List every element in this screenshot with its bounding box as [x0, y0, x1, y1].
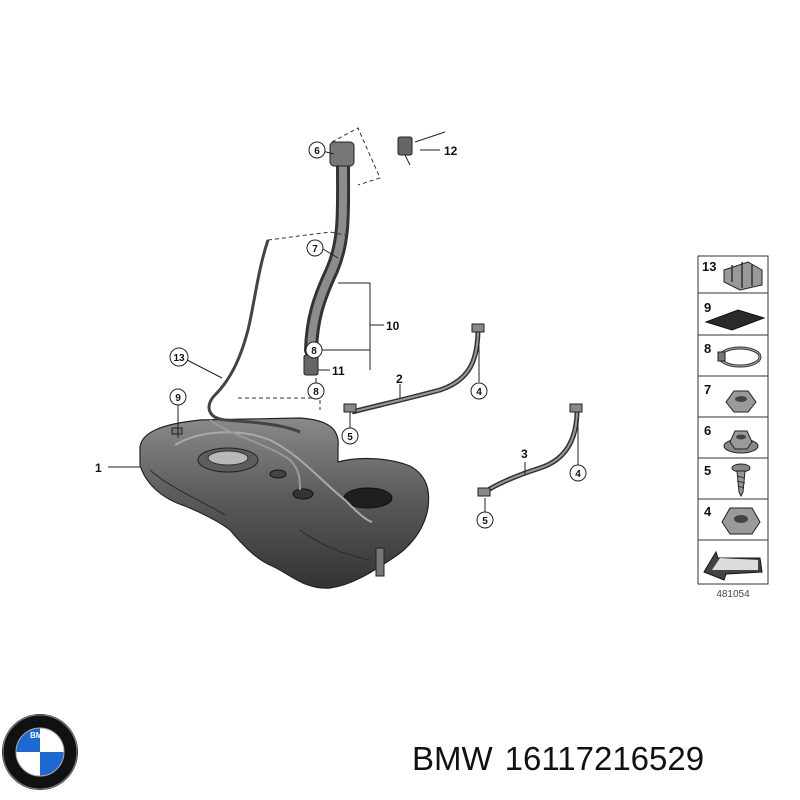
- legend-row-5: 5: [704, 463, 751, 498]
- screw-icon: [731, 463, 751, 498]
- callout-hose: 11: [332, 364, 345, 378]
- callout-13-label: 13: [173, 353, 185, 364]
- callout-10-label: 10: [386, 319, 400, 333]
- callout-5-label-b: 5: [482, 516, 488, 527]
- callout-vent-valve: 12: [444, 144, 458, 158]
- callout-strap-upper: 2: [396, 372, 403, 386]
- flange-nut-icon: [721, 507, 761, 535]
- callout-4-label-a: 4: [476, 387, 482, 398]
- direction-arrow-icon: [703, 550, 763, 581]
- legend-row-8: 8: [704, 341, 762, 368]
- legend-row-13: 13: [702, 259, 763, 291]
- strap-upper: [343, 323, 485, 415]
- legend-num-6: 6: [704, 423, 711, 438]
- callout-pipe-clamp-upper: 8: [305, 341, 323, 359]
- legend-row-7: 7: [704, 382, 757, 413]
- callout-strap-lower-bolt: 5: [476, 511, 494, 529]
- callout-strap-lower-end: 4: [569, 464, 587, 482]
- legend-num-5: 5: [704, 463, 711, 478]
- callout-vent-line: 13: [169, 347, 189, 367]
- pad-icon: [704, 309, 766, 331]
- hose-clamp-icon: [717, 346, 762, 368]
- callout-tank-top: 9: [169, 388, 187, 406]
- legend-row-4: 4: [704, 504, 761, 535]
- callout-pipe-clamp-lower: 8: [307, 382, 325, 400]
- callout-strap-upper-bolt: 5: [341, 427, 359, 445]
- callout-6-label: 6: [314, 146, 320, 157]
- diagram-code: 481054: [716, 589, 750, 600]
- callout-3-label: 3: [521, 447, 528, 461]
- callout-4-label-b: 4: [575, 469, 581, 480]
- strap-lower: [477, 403, 583, 497]
- legend-row-6: 6: [704, 423, 759, 454]
- leader-lines: [108, 131, 579, 512]
- vent-line: [207, 239, 301, 434]
- bmw-logo-text: BMW: [30, 731, 50, 740]
- callout-1-label: 1: [95, 461, 102, 475]
- brand-label: BMW: [412, 740, 493, 777]
- callout-strap-lower: 3: [521, 447, 528, 461]
- callout-12-label: 12: [444, 144, 458, 158]
- fuel-tank: [139, 417, 430, 589]
- clip-icon: [723, 261, 763, 291]
- legend-panel: 13 9 8 7: [697, 255, 769, 585]
- legend-num-9: 9: [704, 300, 711, 315]
- legend-num-8: 8: [704, 341, 711, 356]
- callout-7-label: 7: [312, 244, 318, 255]
- legend-num-7: 7: [704, 382, 711, 397]
- part-caption: BMW 16117216529: [412, 740, 716, 778]
- callout-8-label-a: 8: [311, 346, 317, 357]
- legend-num-13: 13: [702, 259, 716, 274]
- callout-5-label-a: 5: [347, 432, 353, 443]
- callout-11-label: 11: [332, 364, 345, 378]
- legend-row-9: 9: [704, 300, 766, 331]
- filler-pipe: [303, 141, 355, 376]
- hex-nut-icon: [725, 390, 757, 413]
- legend-num-4: 4: [704, 504, 712, 519]
- callout-filler-top: 6: [308, 141, 326, 159]
- callout-filler-assembly: 10: [386, 319, 400, 333]
- callout-filler-mid: 7: [306, 239, 324, 257]
- part-number: 16117216529: [504, 740, 705, 777]
- callout-2-label: 2: [396, 372, 403, 386]
- vent-valve: [397, 136, 413, 166]
- callout-9-label: 9: [175, 393, 181, 404]
- collar-nut-icon: [723, 430, 759, 454]
- dashed-guides: [238, 127, 381, 410]
- callout-strap-upper-end: 4: [470, 382, 488, 400]
- callout-8-label-b: 8: [313, 387, 319, 398]
- bmw-logo: BMW: [2, 714, 78, 790]
- callout-tank: 1: [95, 461, 102, 475]
